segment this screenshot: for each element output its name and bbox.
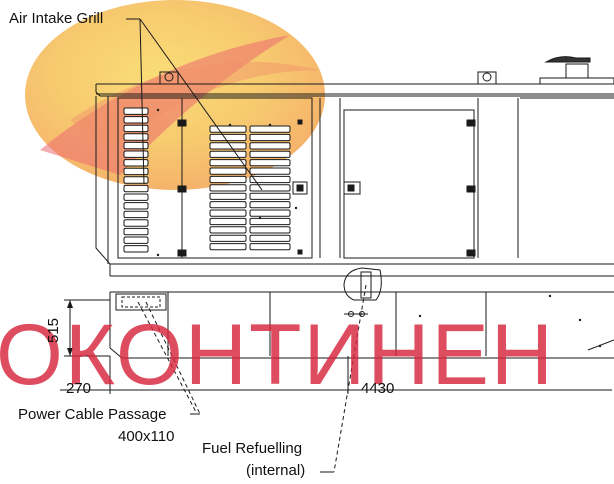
- louvre-slat: [249, 167, 291, 175]
- rivets: [156, 108, 602, 348]
- louvre-slat: [123, 133, 149, 141]
- dimension-lines: [60, 299, 612, 394]
- door-hinges: [177, 119, 476, 257]
- louvre-slat: [209, 217, 247, 226]
- louvre-slat: [123, 176, 149, 184]
- air-intake-grill-middle-a: [209, 125, 247, 251]
- louvre-slat: [209, 234, 247, 242]
- louvre-slat: [209, 133, 247, 142]
- louvre-slat: [209, 167, 247, 175]
- lifting-eye-right: [477, 71, 497, 85]
- air-intake-grill-label: Air Intake Grill: [9, 10, 104, 27]
- power-cable-label: Power Cable Passage: [18, 406, 167, 423]
- louvre-slat: [209, 184, 247, 192]
- louvre-slat: [209, 159, 247, 167]
- power-cable-size: 400x110: [118, 428, 175, 445]
- louvre-slat: [249, 150, 291, 158]
- louvre-slat: [249, 125, 291, 133]
- louvre-slat: [123, 193, 149, 201]
- enclosure-body: [95, 96, 614, 265]
- louvre-slat: [123, 202, 149, 210]
- louvre-slat: [123, 150, 149, 158]
- air-intake-grill-middle-b: [249, 125, 291, 251]
- louvre-slat: [249, 142, 291, 150]
- louvre-slat: [249, 243, 291, 251]
- dimension-arrows: [67, 300, 73, 356]
- louvre-slat: [249, 209, 291, 217]
- exhaust-cap: [539, 56, 614, 85]
- louvre-slat: [249, 234, 291, 242]
- fuel-offset-dimension: 4430: [361, 380, 395, 397]
- lifting-eye-left: [159, 71, 179, 85]
- louvre-slat: [123, 219, 149, 227]
- left-offset-dimension: 270: [66, 380, 92, 397]
- watermark-text: ОКОНТИНЕН: [0, 307, 555, 403]
- louvre-slat: [209, 226, 247, 234]
- louvre-slat: [249, 159, 291, 167]
- louvre-slat: [249, 192, 291, 200]
- louvre-slat: [209, 150, 247, 158]
- louvre-slat: [249, 226, 291, 234]
- louvre-slat: [249, 175, 291, 184]
- louvre-slat: [123, 184, 149, 193]
- height-dimension: 515: [45, 317, 62, 343]
- louvre-slat: [123, 245, 149, 253]
- louvre-slat: [209, 175, 247, 184]
- louvre-slat: [123, 167, 149, 176]
- air-intake-grill-left: [123, 107, 149, 253]
- louvre-slat: [249, 217, 291, 226]
- power-cable-passage: [115, 293, 167, 311]
- louvre-slat: [209, 243, 247, 251]
- louvre-slat: [209, 201, 247, 209]
- louvre-slat: [209, 209, 247, 217]
- louvre-slat: [249, 201, 291, 209]
- louvre-slat: [123, 116, 149, 124]
- louvre-slat: [249, 133, 291, 142]
- louvre-slat: [123, 159, 149, 167]
- louvre-slat: [209, 192, 247, 200]
- louvre-slat: [209, 142, 247, 150]
- door-handles: [292, 181, 361, 195]
- louvre-slat: [123, 227, 149, 236]
- fuel-refuelling-note: (internal): [246, 462, 306, 479]
- louvre-slat: [123, 107, 149, 115]
- leader-lines: [126, 18, 367, 473]
- louvre-slat: [249, 184, 291, 192]
- louvre-slat: [123, 124, 149, 133]
- fuel-refuelling-label: Fuel Refuelling: [202, 440, 303, 457]
- base-frame: [109, 291, 614, 359]
- louvre-slat: [123, 236, 149, 244]
- louvre-slat: [123, 210, 149, 219]
- louvre-slat: [209, 125, 247, 133]
- door-right: [343, 109, 475, 259]
- fuel-refuelling-cap: [343, 267, 382, 317]
- louvre-slat: [123, 141, 149, 150]
